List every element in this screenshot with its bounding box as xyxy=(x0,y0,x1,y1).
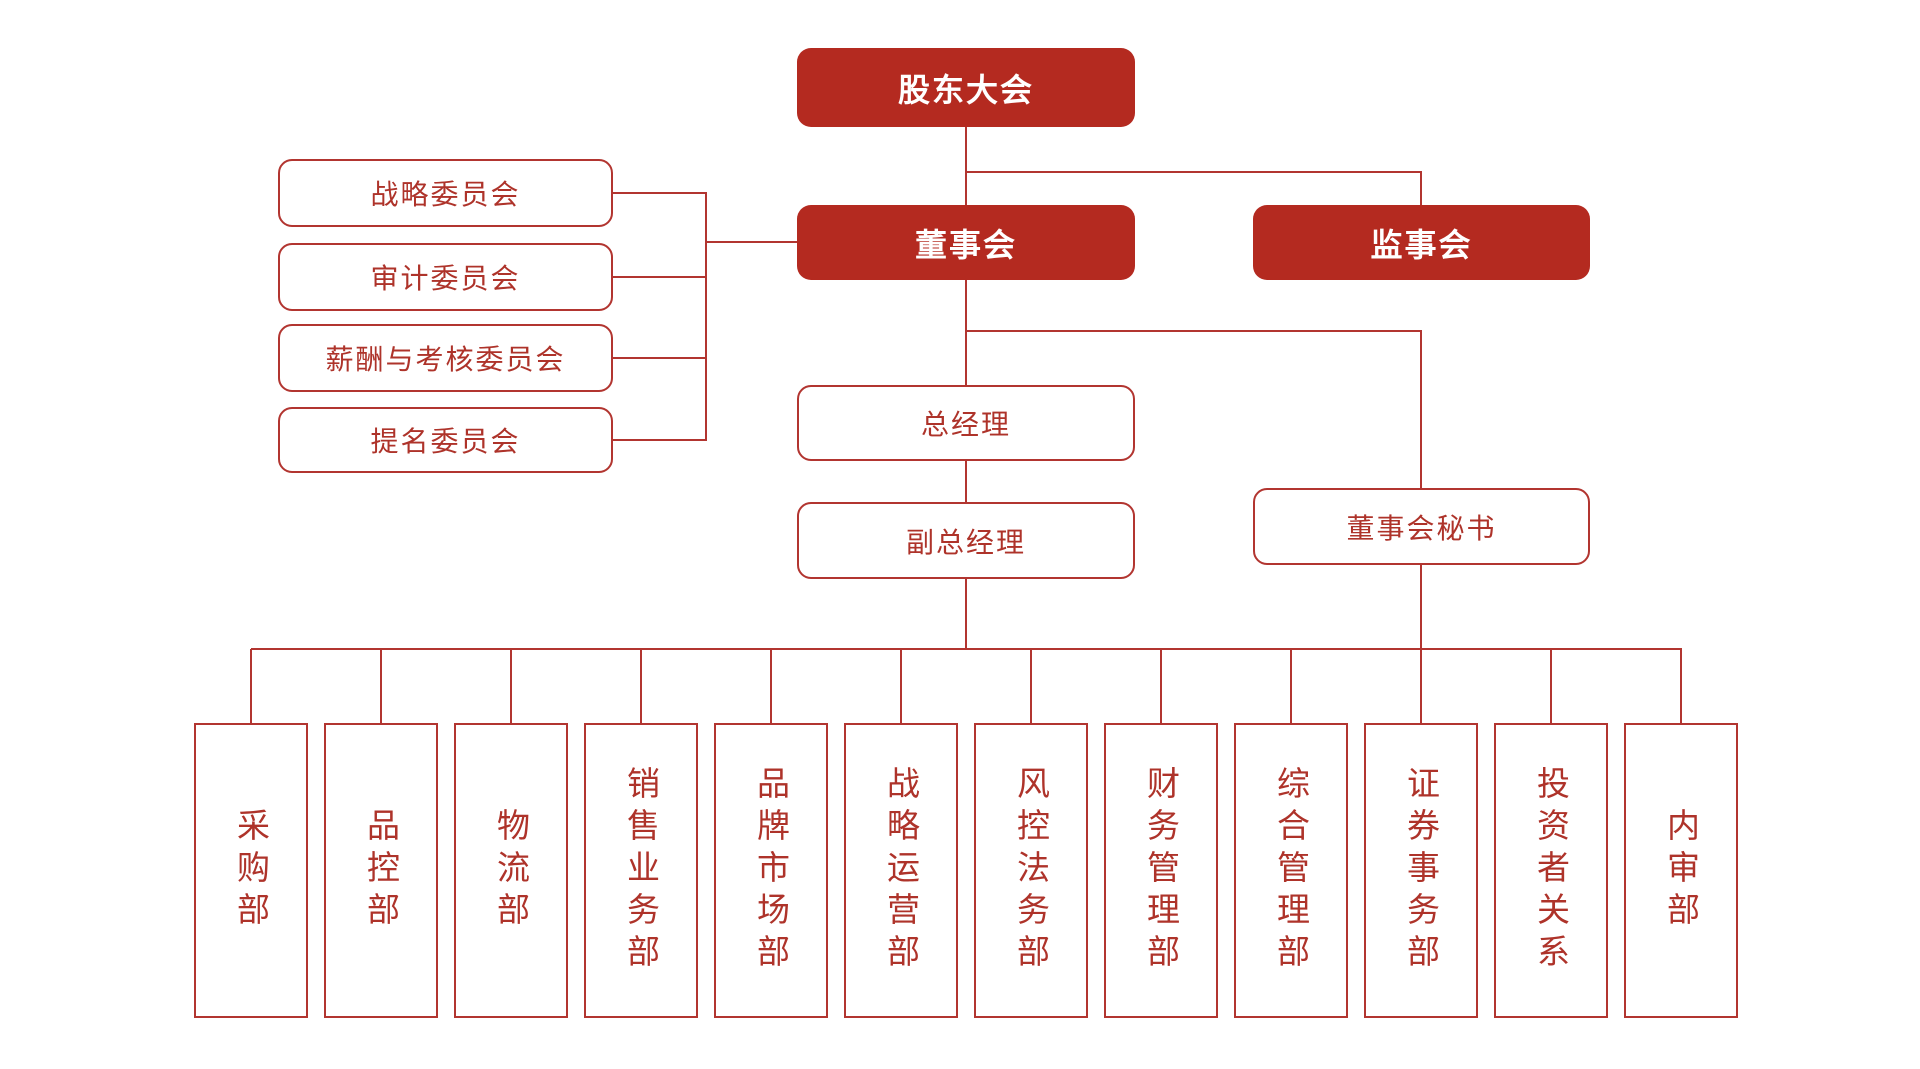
connector-dept-stub xyxy=(770,649,772,723)
dept-label: 综合管理部 xyxy=(1272,765,1310,976)
connector-dept-stub xyxy=(640,649,642,723)
dept-label: 品控部 xyxy=(362,807,400,934)
connector-committee-stub xyxy=(613,357,707,359)
connector-branch-secretary-v xyxy=(1420,330,1422,488)
connector-dept-stub xyxy=(1290,649,1292,723)
connector-shareholders-board xyxy=(965,127,967,205)
node-dept-logistics: 物流部 xyxy=(454,723,568,1018)
node-dept-securities-affairs: 证券事务部 xyxy=(1364,723,1478,1018)
node-supervisory-board: 监事会 xyxy=(1253,205,1590,280)
connector-board-gm xyxy=(965,280,967,385)
node-deputy-general-manager: 副总经理 xyxy=(797,502,1135,579)
node-committee-compensation: 薪酬与考核委员会 xyxy=(278,324,613,392)
connector-gm-deputy xyxy=(965,461,967,502)
connector-branch-secretary-h xyxy=(966,330,1421,332)
dept-label: 战略运营部 xyxy=(882,765,920,976)
connector-dept-stub xyxy=(1550,649,1552,723)
dept-label: 财务管理部 xyxy=(1142,765,1180,976)
node-board-secretary: 董事会秘书 xyxy=(1253,488,1590,565)
dept-label: 证券事务部 xyxy=(1402,765,1440,976)
department-bus-line xyxy=(251,648,1682,650)
node-committee-nomination: 提名委员会 xyxy=(278,407,613,473)
connector-committee-stub xyxy=(613,276,707,278)
committee-bus-line xyxy=(705,192,707,441)
node-dept-general-management: 综合管理部 xyxy=(1234,723,1348,1018)
connector-committee-stub xyxy=(613,439,707,441)
node-board-of-directors: 董事会 xyxy=(797,205,1135,280)
connector-secretary-bus xyxy=(1420,565,1422,650)
dept-label: 物流部 xyxy=(492,807,530,934)
node-dept-internal-audit: 内审部 xyxy=(1624,723,1738,1018)
node-committee-audit: 审计委员会 xyxy=(278,243,613,311)
dept-label: 销售业务部 xyxy=(622,765,660,976)
connector-dept-stub xyxy=(900,649,902,723)
connector-dept-stub xyxy=(1160,649,1162,723)
connector-committees-board xyxy=(705,241,797,243)
node-general-manager: 总经理 xyxy=(797,385,1135,461)
connector-dept-stub xyxy=(250,649,252,723)
node-dept-quality-control: 品控部 xyxy=(324,723,438,1018)
connector-dept-stub xyxy=(510,649,512,723)
node-dept-brand-marketing: 品牌市场部 xyxy=(714,723,828,1018)
node-dept-procurement: 采购部 xyxy=(194,723,308,1018)
connector-deputy-bus xyxy=(965,579,967,650)
dept-label: 内审部 xyxy=(1662,807,1700,934)
node-dept-finance-management: 财务管理部 xyxy=(1104,723,1218,1018)
dept-label: 投资者关系 xyxy=(1532,765,1570,976)
connector-dept-stub xyxy=(1420,649,1422,723)
connector-dept-stub xyxy=(1680,649,1682,723)
dept-label: 风控法务部 xyxy=(1012,765,1050,976)
dept-label: 品牌市场部 xyxy=(752,765,790,976)
node-dept-risk-legal: 风控法务部 xyxy=(974,723,1088,1018)
node-shareholders-meeting: 股东大会 xyxy=(797,48,1135,127)
connector-dept-stub xyxy=(1030,649,1032,723)
connector-branch-supervisory-v xyxy=(1420,171,1422,205)
connector-committee-stub xyxy=(613,192,707,194)
node-dept-sales-business: 销售业务部 xyxy=(584,723,698,1018)
connector-dept-stub xyxy=(380,649,382,723)
node-committee-strategy: 战略委员会 xyxy=(278,159,613,227)
node-dept-strategy-operations: 战略运营部 xyxy=(844,723,958,1018)
node-dept-investor-relations: 投资者关系 xyxy=(1494,723,1608,1018)
connector-branch-supervisory-h xyxy=(966,171,1421,173)
dept-label: 采购部 xyxy=(232,807,270,934)
